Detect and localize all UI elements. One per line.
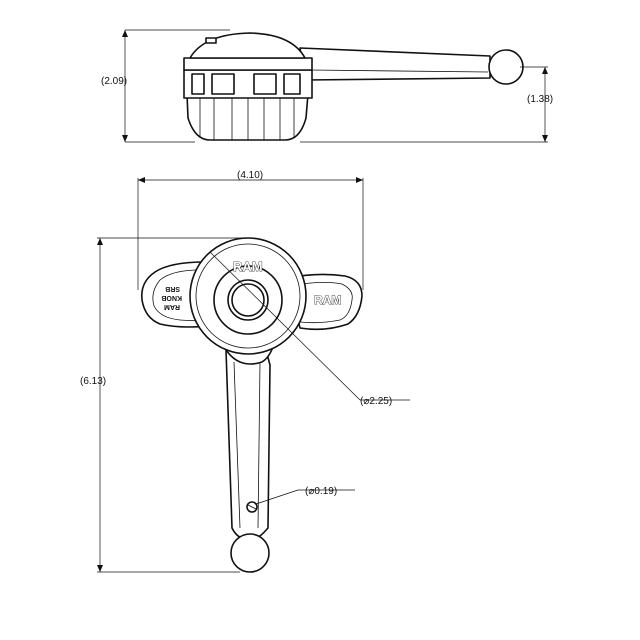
side-text-1: RAM xyxy=(164,303,180,310)
dim-length: (6.13) xyxy=(80,376,106,387)
brand-right-label: RAM xyxy=(314,293,341,307)
side-text-3: SRB xyxy=(165,285,180,292)
dim-knob-diameter: (⌀2.25) xyxy=(360,396,392,407)
side-view xyxy=(183,32,524,141)
top-dimensions xyxy=(97,177,410,573)
top-view xyxy=(140,237,363,573)
dim-hole-diameter: (⌀0.19) xyxy=(305,486,337,497)
side-text-group: RAM KNOB SRB xyxy=(161,285,182,310)
dim-handle-height: (1.38) xyxy=(527,94,553,105)
brand-top-label: RAM xyxy=(233,259,263,274)
side-text-2: KNOB xyxy=(161,294,182,301)
side-dimensions xyxy=(122,29,548,143)
dim-width: (4.10) xyxy=(237,170,263,181)
dim-overall-height: (2.09) xyxy=(101,76,127,87)
